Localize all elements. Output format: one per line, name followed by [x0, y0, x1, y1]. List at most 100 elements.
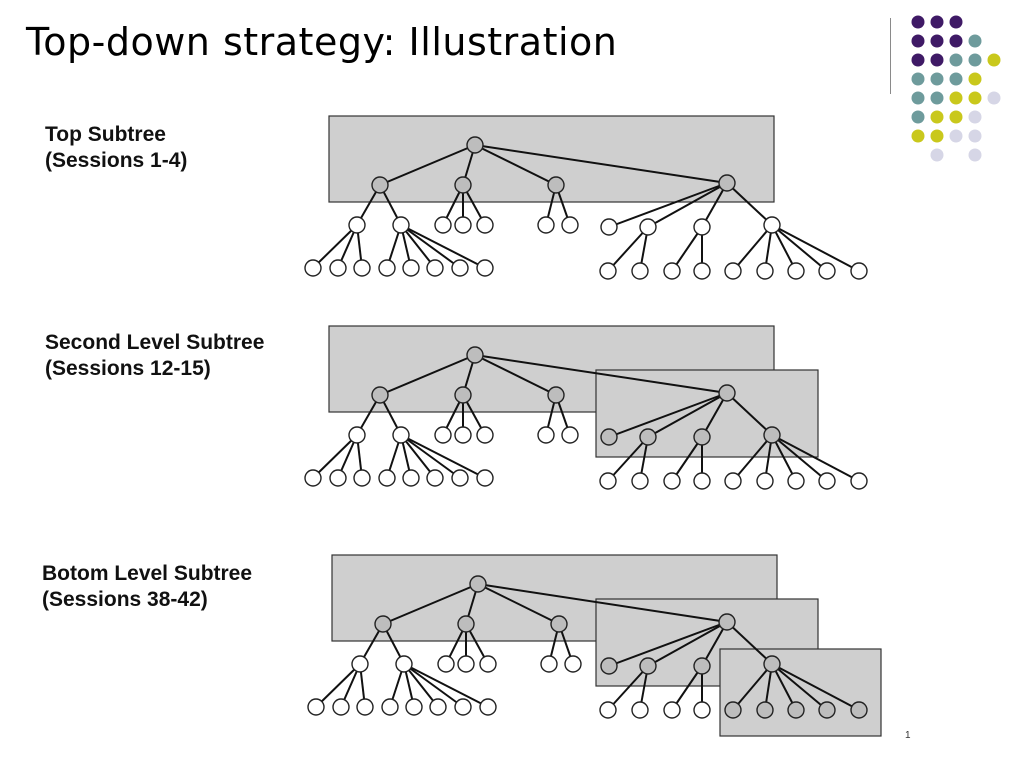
- tree-node: [353, 259, 371, 277]
- tree-node: [402, 259, 420, 277]
- tree-node: [537, 216, 555, 234]
- tree-node: [850, 472, 868, 490]
- tree-node: [479, 698, 497, 716]
- tree-node: [850, 262, 868, 280]
- tree-node: [454, 176, 472, 194]
- label-bottom-level-line1: Botom Level Subtree: [42, 562, 253, 585]
- tree-node: [392, 216, 410, 234]
- decorative-dot: [949, 72, 963, 86]
- decorative-dot: [930, 110, 944, 124]
- tree-node: [663, 472, 681, 490]
- tree-node: [599, 262, 617, 280]
- tree-node: [353, 469, 371, 487]
- page-number: 1: [905, 730, 911, 741]
- decorative-dot: [911, 15, 925, 29]
- tree-edge: [400, 224, 436, 269]
- decorative-dot: [949, 53, 963, 67]
- tree-edge: [608, 621, 728, 667]
- tree-edge: [607, 226, 649, 272]
- label-second-level-line2: (Sessions 12-15): [45, 357, 211, 380]
- tree-node: [787, 701, 805, 719]
- decorative-dot: [911, 72, 925, 86]
- tree-node: [437, 655, 455, 673]
- tree-node: [476, 259, 494, 277]
- tree-edge: [400, 434, 436, 479]
- tree-node: [631, 701, 649, 719]
- label-top-subtree: Top Subtree (Sessions 1-4): [45, 122, 187, 174]
- tree-diagram-1: [304, 115, 868, 280]
- tree-node: [631, 262, 649, 280]
- tree-node: [600, 657, 618, 675]
- tree-edge: [400, 224, 486, 269]
- tree-node: [381, 698, 399, 716]
- tree-edge: [607, 665, 649, 711]
- decorative-dot: [949, 110, 963, 124]
- tree-edge: [732, 663, 773, 711]
- label-top-subtree-line1: Top Subtree: [45, 123, 166, 146]
- tree-node: [561, 426, 579, 444]
- tree-node: [724, 262, 742, 280]
- tree-node: [600, 218, 618, 236]
- tree-edge: [403, 663, 489, 708]
- tree-edge: [379, 144, 476, 186]
- decorative-dot: [930, 34, 944, 48]
- label-bottom-level-line2: (Sessions 38-42): [42, 588, 208, 611]
- tree-node: [718, 174, 736, 192]
- decorative-dot: [930, 91, 944, 105]
- tree-edge: [647, 392, 728, 438]
- decorative-dot: [987, 91, 1001, 105]
- tree-edge: [726, 182, 773, 226]
- tree-node: [724, 701, 742, 719]
- tree-node: [476, 469, 494, 487]
- tree-node: [348, 426, 366, 444]
- tree-node: [371, 386, 389, 404]
- tree-node: [332, 698, 350, 716]
- tree-edge: [671, 665, 703, 711]
- tree-node: [718, 613, 736, 631]
- tree-edge: [474, 354, 728, 394]
- tree-node: [718, 384, 736, 402]
- label-second-level-subtree: Second Level Subtree (Sessions 12-15): [45, 330, 264, 382]
- decorative-dot: [949, 34, 963, 48]
- label-top-subtree-line2: (Sessions 1-4): [45, 149, 188, 172]
- tree-edge: [403, 663, 464, 708]
- tree-node: [599, 701, 617, 719]
- tree-node: [351, 655, 369, 673]
- tree-node: [850, 701, 868, 719]
- tree-node: [426, 469, 444, 487]
- decorative-dot: [911, 91, 925, 105]
- tree-node: [348, 216, 366, 234]
- tree-edge: [726, 392, 773, 436]
- tree-edge: [771, 224, 828, 272]
- tree-edge: [400, 224, 461, 269]
- tree-node: [639, 218, 657, 236]
- tree-node: [818, 472, 836, 490]
- tree-node: [787, 262, 805, 280]
- tree-edge: [732, 224, 773, 272]
- tree-node: [639, 657, 657, 675]
- tree-node: [564, 655, 582, 673]
- tree-edge: [608, 182, 728, 228]
- tree-node: [454, 698, 472, 716]
- tree-node: [818, 701, 836, 719]
- tree-node: [466, 346, 484, 364]
- tree-node: [763, 426, 781, 444]
- tree-node: [693, 657, 711, 675]
- decorative-dot: [968, 129, 982, 143]
- tree-node: [466, 136, 484, 154]
- tree-node: [378, 259, 396, 277]
- tree-node: [451, 469, 469, 487]
- tree-edge: [771, 663, 828, 711]
- tree-edge: [671, 226, 703, 272]
- decorative-dot: [968, 34, 982, 48]
- tree-node: [763, 655, 781, 673]
- tree-diagram-2: [304, 325, 868, 490]
- tree-node: [693, 428, 711, 446]
- label-bottom-level-subtree: Botom Level Subtree (Sessions 38-42): [42, 561, 252, 613]
- tree-node: [756, 701, 774, 719]
- tree-node: [693, 262, 711, 280]
- decorative-dot: [930, 53, 944, 67]
- decorative-dot: [930, 129, 944, 143]
- tree-node: [540, 655, 558, 673]
